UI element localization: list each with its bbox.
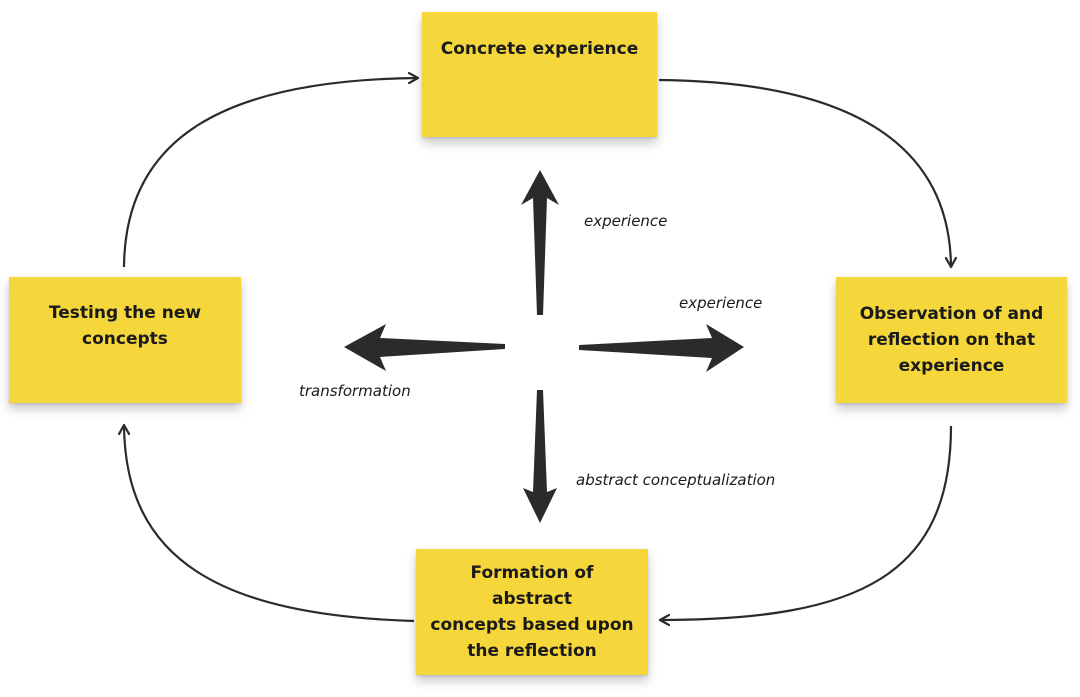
label-experience-right: experience: [679, 294, 763, 312]
label-transformation: transformation: [299, 382, 411, 400]
note-formation-abstract-concepts: Formation of abstract concepts based upo…: [416, 549, 648, 675]
center-arrow-left: [344, 324, 505, 371]
curve-observation-to-formation: [660, 425, 953, 620]
note-concrete-experience: Concrete experience: [422, 12, 657, 137]
curve-concrete-to-observation: [658, 78, 951, 267]
curve-formation-to-testing: [124, 425, 415, 623]
center-arrow-right: [579, 324, 744, 372]
label-experience-up: experience: [584, 212, 668, 230]
note-testing-new-concepts-text: Testing the new concepts: [48, 303, 202, 349]
center-arrow-up: [521, 170, 559, 315]
label-abstract-conceptualization: abstract conceptualization: [576, 471, 776, 489]
curve-testing-to-concrete: [122, 78, 418, 268]
note-testing-new-concepts: Testing the new concepts: [9, 277, 241, 403]
note-concrete-experience-text: Concrete experience: [440, 38, 639, 59]
note-observation-reflection-text: Observation of and reflection on that ex…: [859, 304, 1044, 376]
note-formation-abstract-concepts-text: Formation of abstract concepts based upo…: [430, 563, 634, 661]
center-arrow-down: [523, 390, 557, 523]
note-observation-reflection: Observation of and reflection on that ex…: [836, 277, 1067, 403]
